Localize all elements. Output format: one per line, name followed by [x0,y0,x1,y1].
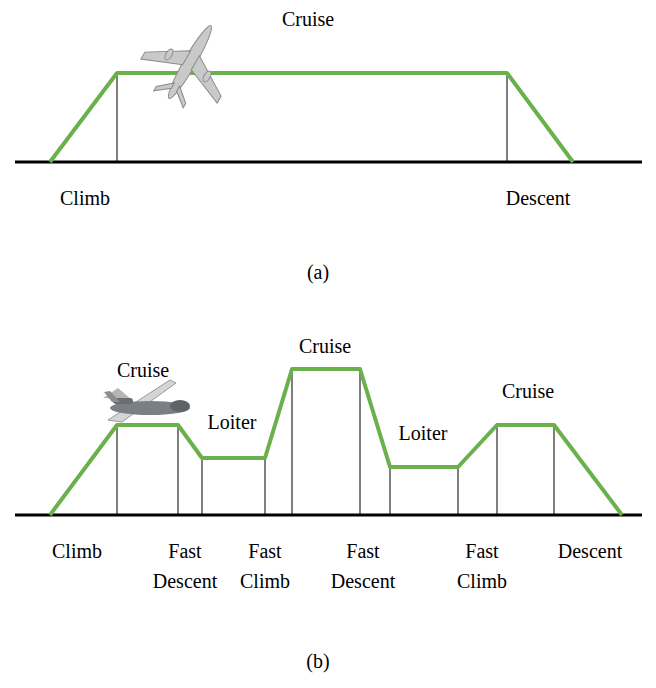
altitude-profile [50,73,573,162]
phase-dividers [117,369,554,515]
phase-label: Cruise [98,355,188,385]
phase-label: Loiter [192,407,272,437]
phase-label: Fast Descent [323,536,403,596]
phase-label: Fast Descent [145,536,225,596]
phase-label: Fast Climb [228,536,302,596]
phase-label: Climb [40,183,130,213]
phase-label: Cruise [280,331,370,361]
phase-label: Descent [488,183,588,213]
phase-label: Climb [37,536,117,566]
phase-label: (b) [288,646,348,676]
airliner-icon [130,4,249,122]
phase-label: Cruise [483,376,573,406]
ground-line [15,161,642,164]
phase-label: Descent [545,536,635,566]
phase-label: Cruise [263,4,353,34]
phase-divider [507,73,508,162]
phase-label: Fast Climb [445,536,519,596]
altitude-profile [50,369,622,515]
phase-divider [117,73,118,162]
phase-label: Loiter [383,418,463,448]
phase-label: (a) [288,257,348,287]
ground-line [15,514,642,517]
uav-icon [103,380,190,422]
